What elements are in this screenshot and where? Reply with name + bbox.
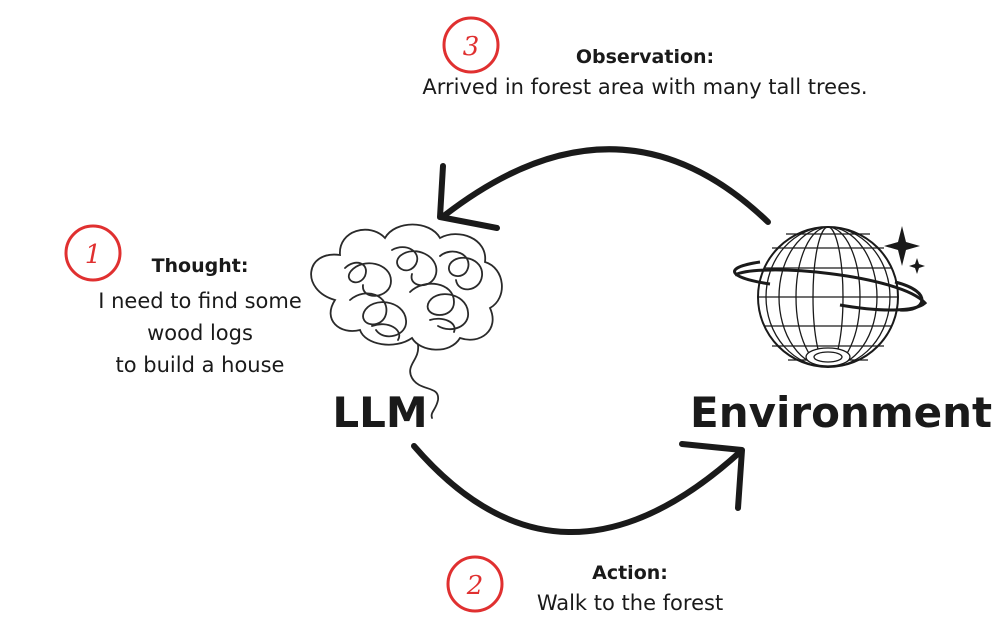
step-badge-3-label: 3 [463,32,480,62]
environment-label: Environment [690,388,993,437]
thought-body: I need to find some wood logs to build a… [70,285,330,381]
action-body: Walk to the forest [536,591,724,615]
thought-line: wood logs [147,321,253,345]
thought-line: I need to find some [98,289,302,313]
step-badge-1-label: 1 [85,240,102,270]
observation-title: Observation: [575,46,715,68]
observation-body: Arrived in forest area with many tall tr… [422,75,868,99]
llm-label: LLM [332,388,428,437]
thought-line: to build a house [115,353,285,377]
step-badge-1: 1 [64,224,122,282]
step-badge-3: 3 [442,16,500,74]
action-arrow [411,441,745,535]
thought-title: Thought: [151,255,249,277]
brain-icon [310,223,503,419]
observation-arrow [437,146,771,231]
step-badge-2: 2 [446,555,504,613]
step-badge-2-label: 2 [466,571,484,601]
action-title: Action: [592,562,668,584]
sparkle-icon [884,226,925,274]
globe-icon [733,226,928,368]
